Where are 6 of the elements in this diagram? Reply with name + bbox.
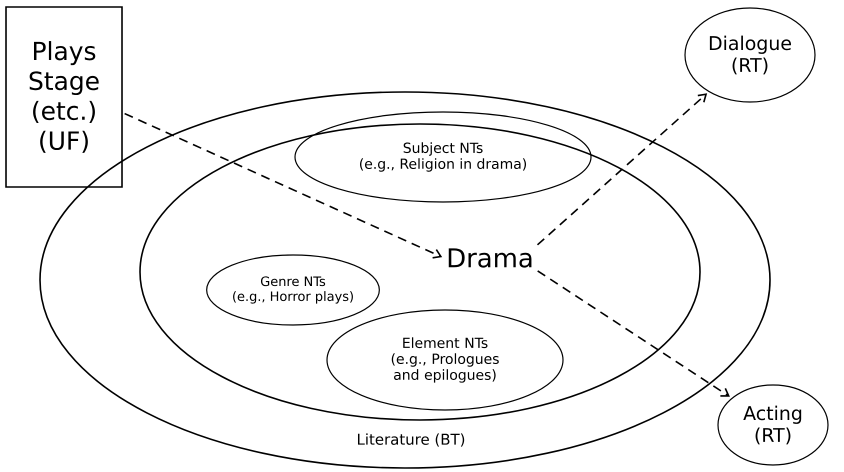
inner-ellipse [139,123,701,421]
center-term: Drama [448,248,532,268]
arrow [537,270,730,397]
arrow [536,93,708,246]
term-box: Plays Stage (etc.) (UF) [5,6,123,188]
arrow [124,112,442,259]
